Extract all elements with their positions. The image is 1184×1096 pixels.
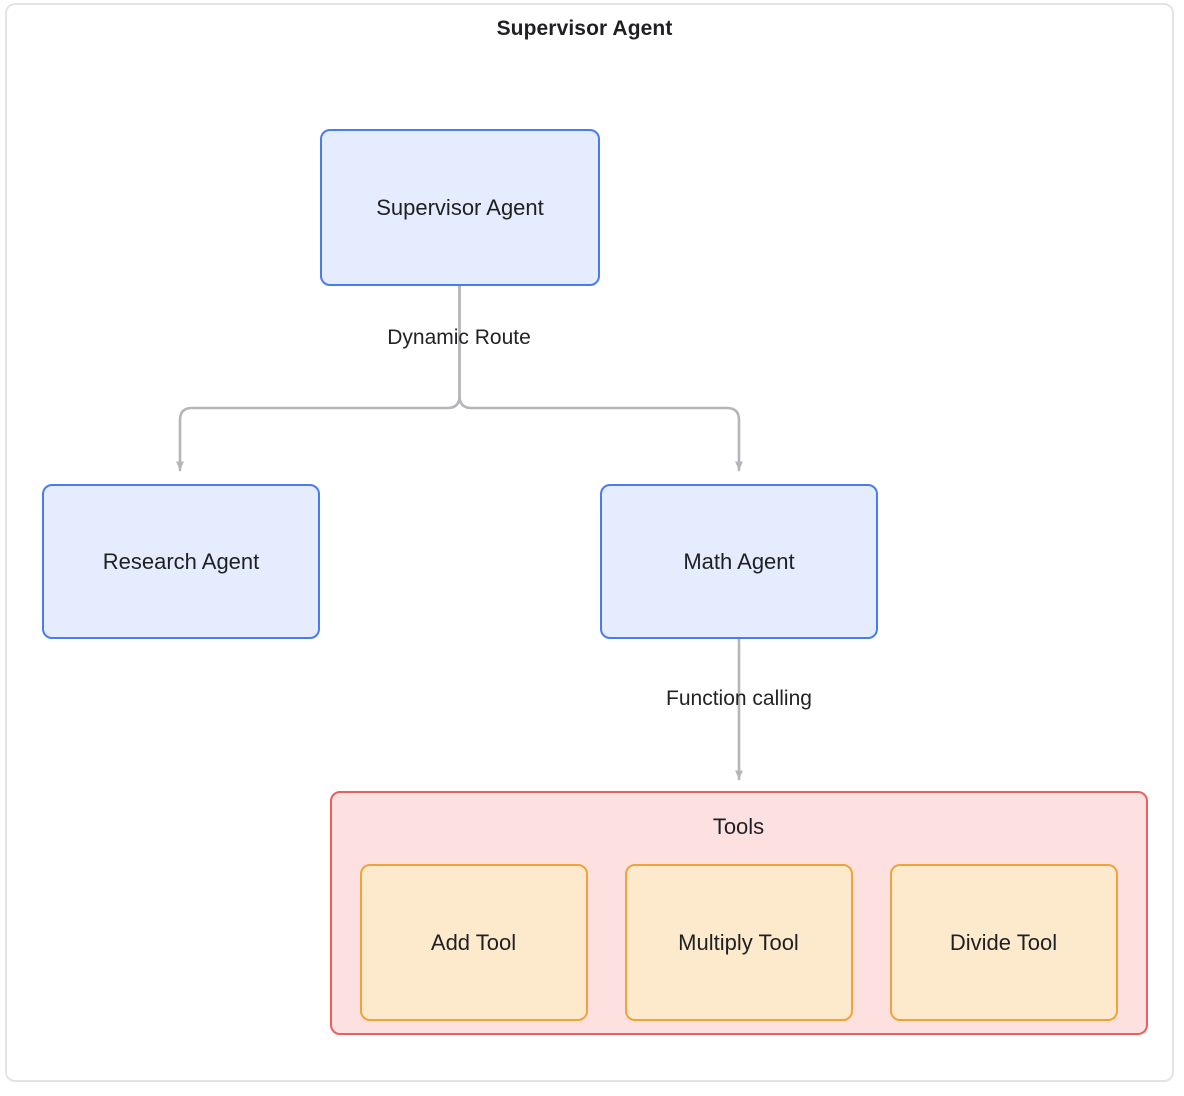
node-math-agent-label: Math Agent — [683, 548, 795, 574]
cluster-tools: Tools Add Tool Multiply Tool Divide Tool — [330, 791, 1148, 1035]
node-research-agent[interactable]: Research Agent — [42, 484, 320, 639]
node-math-agent[interactable]: Math Agent — [600, 484, 878, 639]
node-divide-tool[interactable]: Divide Tool — [889, 864, 1118, 1021]
node-multiply-tool[interactable]: Multiply Tool — [624, 864, 853, 1021]
edge-label-function-calling: Function calling — [666, 687, 812, 710]
node-multiply-tool-label: Multiply Tool — [678, 929, 799, 955]
tool-row: Add Tool Multiply Tool Divide Tool — [332, 864, 1145, 1021]
edge-label-dynamic-route: Dynamic Route — [387, 326, 531, 349]
page-title: Supervisor Agent — [496, 17, 673, 40]
node-add-tool-label: Add Tool — [430, 929, 517, 955]
node-supervisor-agent[interactable]: Supervisor Agent — [320, 129, 600, 286]
node-research-agent-label: Research Agent — [102, 548, 260, 574]
node-supervisor-agent-label: Supervisor Agent — [376, 194, 544, 220]
cluster-tools-title: Tools — [712, 814, 765, 839]
node-add-tool[interactable]: Add Tool — [359, 864, 588, 1021]
node-divide-tool-label: Divide Tool — [949, 929, 1058, 955]
